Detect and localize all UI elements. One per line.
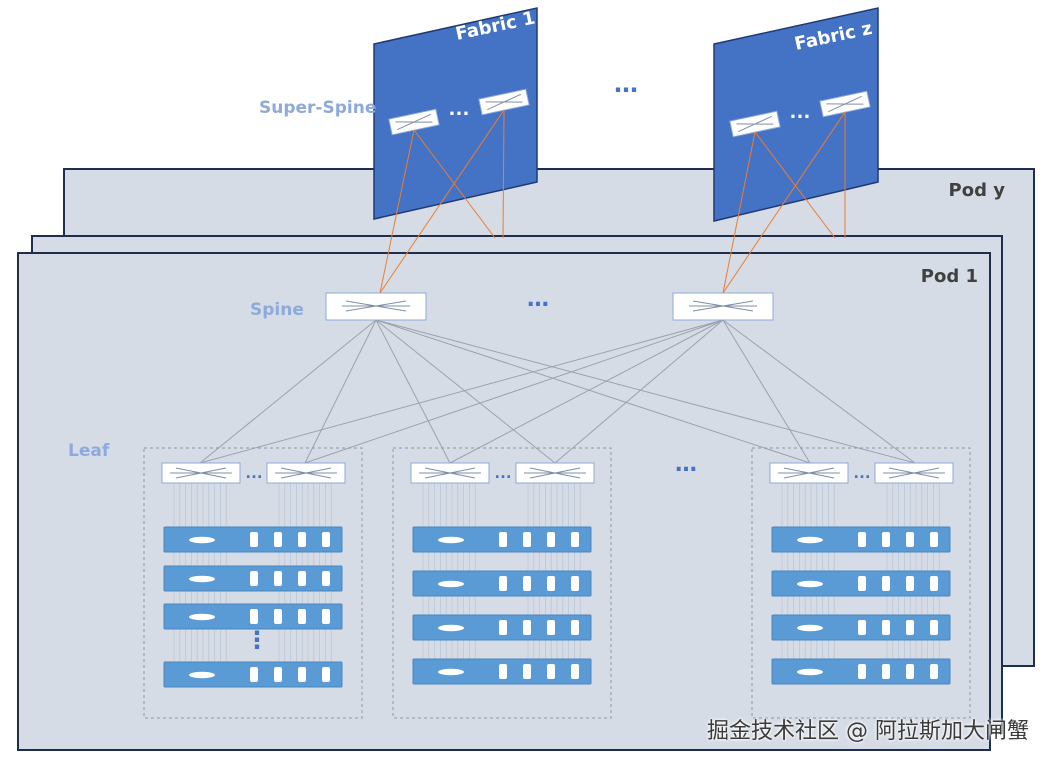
- spine-label: Spine: [250, 300, 304, 320]
- spine-leaf-links: [199, 319, 916, 464]
- super-spine-switch: [478, 88, 530, 116]
- leaf-ellipsis: …: [494, 462, 512, 482]
- server-icon: [771, 614, 951, 641]
- server-ellipsis: ⋮: [245, 627, 269, 654]
- server-icon: [771, 570, 951, 597]
- leaf-switch: [266, 462, 346, 484]
- super-spine-ellipsis: …: [789, 98, 811, 123]
- super-spine-ellipsis: …: [448, 95, 470, 120]
- server-icon: [771, 658, 951, 685]
- fabric-1-panel: Fabric 1: [373, 7, 538, 220]
- spine-switch: [672, 292, 774, 321]
- leaf-switch: [874, 462, 954, 484]
- leaf-group: …: [751, 447, 971, 719]
- super-spine-label: Super-Spine: [259, 98, 376, 118]
- super-spine-switch: [388, 108, 440, 136]
- leaf-group-border: [392, 447, 612, 719]
- leaf-switch: [161, 462, 241, 484]
- server-icon: [412, 658, 592, 685]
- spine-ellipsis: …: [527, 287, 549, 312]
- spine-switch: [325, 292, 427, 321]
- leaf-switch: [515, 462, 595, 484]
- server-icon: [163, 565, 343, 592]
- super-spine-switches: … …: [388, 88, 871, 138]
- leaf-switch: [769, 462, 849, 484]
- leaf-group: …: [392, 447, 612, 719]
- leaf-switch: [410, 462, 490, 484]
- leaf-ellipsis: …: [853, 462, 871, 482]
- server-icon: [163, 603, 343, 630]
- leaf-group: …⋮: [143, 447, 363, 719]
- watermark: 掘金技术社区 @ 阿拉斯加大闸蟹: [707, 719, 1029, 744]
- fabric-ellipsis: …: [614, 70, 638, 98]
- server-icon: [771, 526, 951, 553]
- server-icon: [412, 614, 592, 641]
- server-icon: [412, 526, 592, 553]
- leaf-group-ellipsis: …: [675, 452, 697, 477]
- server-icon: [163, 661, 343, 688]
- leaf-group-border: [751, 447, 971, 719]
- fabric-z-panel: Fabric z: [713, 7, 879, 222]
- leaf-label: Leaf: [68, 441, 110, 461]
- leaf-group-border: [143, 447, 363, 719]
- super-spine-switch: [729, 110, 781, 138]
- server-icon: [412, 570, 592, 597]
- super-spine-uplinks: [379, 109, 846, 294]
- server-icon: [163, 526, 343, 553]
- super-spine-switch: [819, 90, 871, 118]
- leaf-ellipsis: …: [245, 462, 263, 482]
- pod-y-label: Pod y: [949, 180, 1006, 201]
- pod-1-label: Pod 1: [921, 266, 978, 287]
